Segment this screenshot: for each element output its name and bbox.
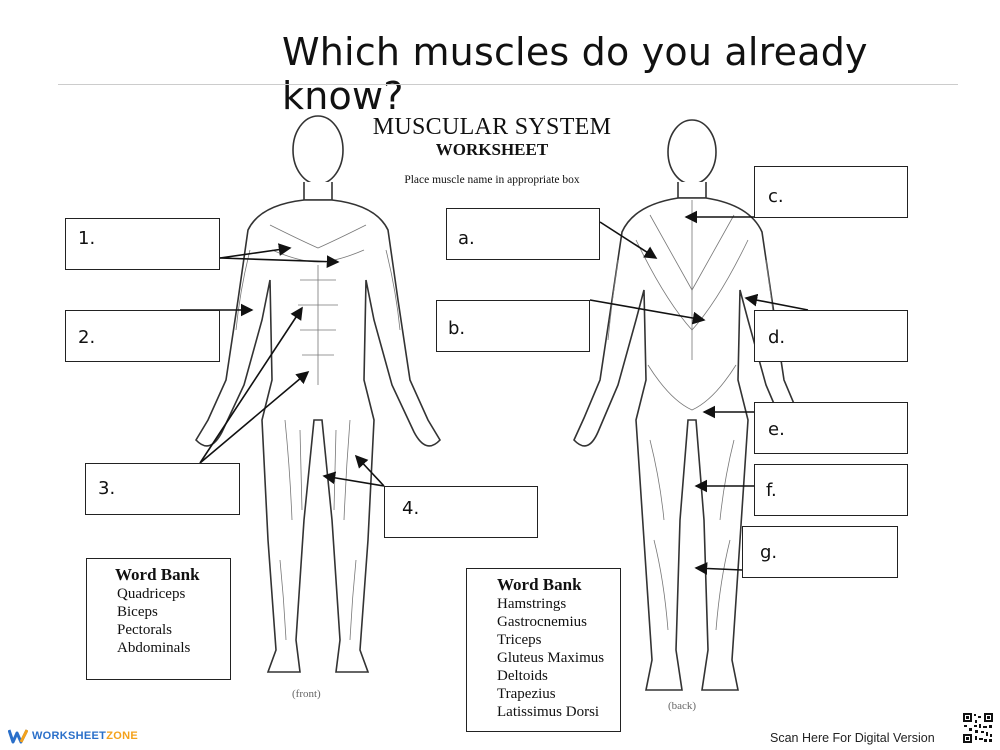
- answer-label-g: g.: [760, 542, 778, 563]
- word-bank-item: Triceps: [497, 632, 542, 648]
- answer-box-c[interactable]: [754, 166, 908, 218]
- word-bank-item: Biceps: [117, 604, 158, 620]
- brand-name: WORKSHEETZONE: [32, 730, 138, 742]
- answer-label-d: d.: [768, 327, 786, 348]
- back-muscle-lines: [607, 200, 777, 631]
- brand-accent: ZONE: [106, 730, 138, 742]
- word-bank-item: Hamstrings: [497, 596, 567, 612]
- worksheet-instruction: Place muscle name in appropriate box: [404, 174, 580, 186]
- front-body-figure: [195, 115, 441, 673]
- word-bank-front-title: Word Bank: [115, 565, 200, 584]
- word-bank-item: Pectorals: [117, 622, 172, 638]
- word-bank-front: Word Bank Quadriceps Biceps Pectorals Ab…: [86, 558, 231, 680]
- answer-box-4[interactable]: [384, 486, 538, 538]
- back-caption: (back): [668, 700, 697, 712]
- worksheet-title: MUSCULAR SYSTEM: [372, 114, 612, 140]
- worksheet-subtitle: WORKSHEET: [435, 140, 549, 159]
- answer-label-4: 4.: [402, 498, 420, 519]
- answer-box-g[interactable]: [742, 526, 898, 578]
- answer-label-b: b.: [448, 318, 466, 339]
- answer-label-f: f.: [766, 480, 777, 501]
- answer-label-e: e.: [768, 419, 785, 440]
- brand-logo: WORKSHEETZONE: [8, 728, 138, 744]
- scan-text: Scan Here For Digital Version: [770, 731, 935, 745]
- answer-box-a[interactable]: [446, 208, 600, 260]
- answer-label-c: c.: [768, 186, 784, 207]
- brand-main: WORKSHEET: [32, 730, 107, 742]
- word-bank-item: Deltoids: [497, 668, 548, 684]
- back-arrows: [589, 210, 809, 575]
- qr-code-icon[interactable]: [962, 712, 994, 744]
- word-bank-back: Word Bank Hamstrings Gastrocnemius Trice…: [466, 568, 621, 732]
- word-bank-item: Trapezius: [497, 686, 556, 702]
- answer-label-1: 1.: [78, 228, 96, 249]
- answer-box-b[interactable]: [436, 300, 590, 352]
- word-bank-item: Quadriceps: [117, 586, 186, 602]
- word-bank-item: Abdominals: [117, 640, 191, 656]
- word-bank-item: Latissimus Dorsi: [497, 704, 600, 720]
- word-bank-back-title: Word Bank: [497, 575, 582, 594]
- back-body-figure: [573, 119, 811, 691]
- answer-label-2: 2.: [78, 327, 96, 348]
- word-bank-item: Gastrocnemius: [497, 614, 587, 630]
- answer-label-3: 3.: [98, 478, 116, 499]
- answer-box-1[interactable]: [65, 218, 220, 270]
- answer-box-f[interactable]: [754, 464, 908, 516]
- front-caption: (front): [292, 688, 321, 700]
- answer-label-a: a.: [458, 228, 475, 249]
- front-muscle-lines: [235, 224, 401, 641]
- word-bank-item: Gluteus Maximus: [497, 650, 605, 666]
- logo-icon: [8, 729, 28, 744]
- title-divider: [58, 84, 958, 85]
- answer-box-2[interactable]: [65, 310, 220, 362]
- page-title: Which muscles do you already know?: [282, 30, 868, 118]
- answer-box-d[interactable]: [754, 310, 908, 362]
- answer-box-3[interactable]: [85, 463, 240, 515]
- answer-box-e[interactable]: [754, 402, 908, 454]
